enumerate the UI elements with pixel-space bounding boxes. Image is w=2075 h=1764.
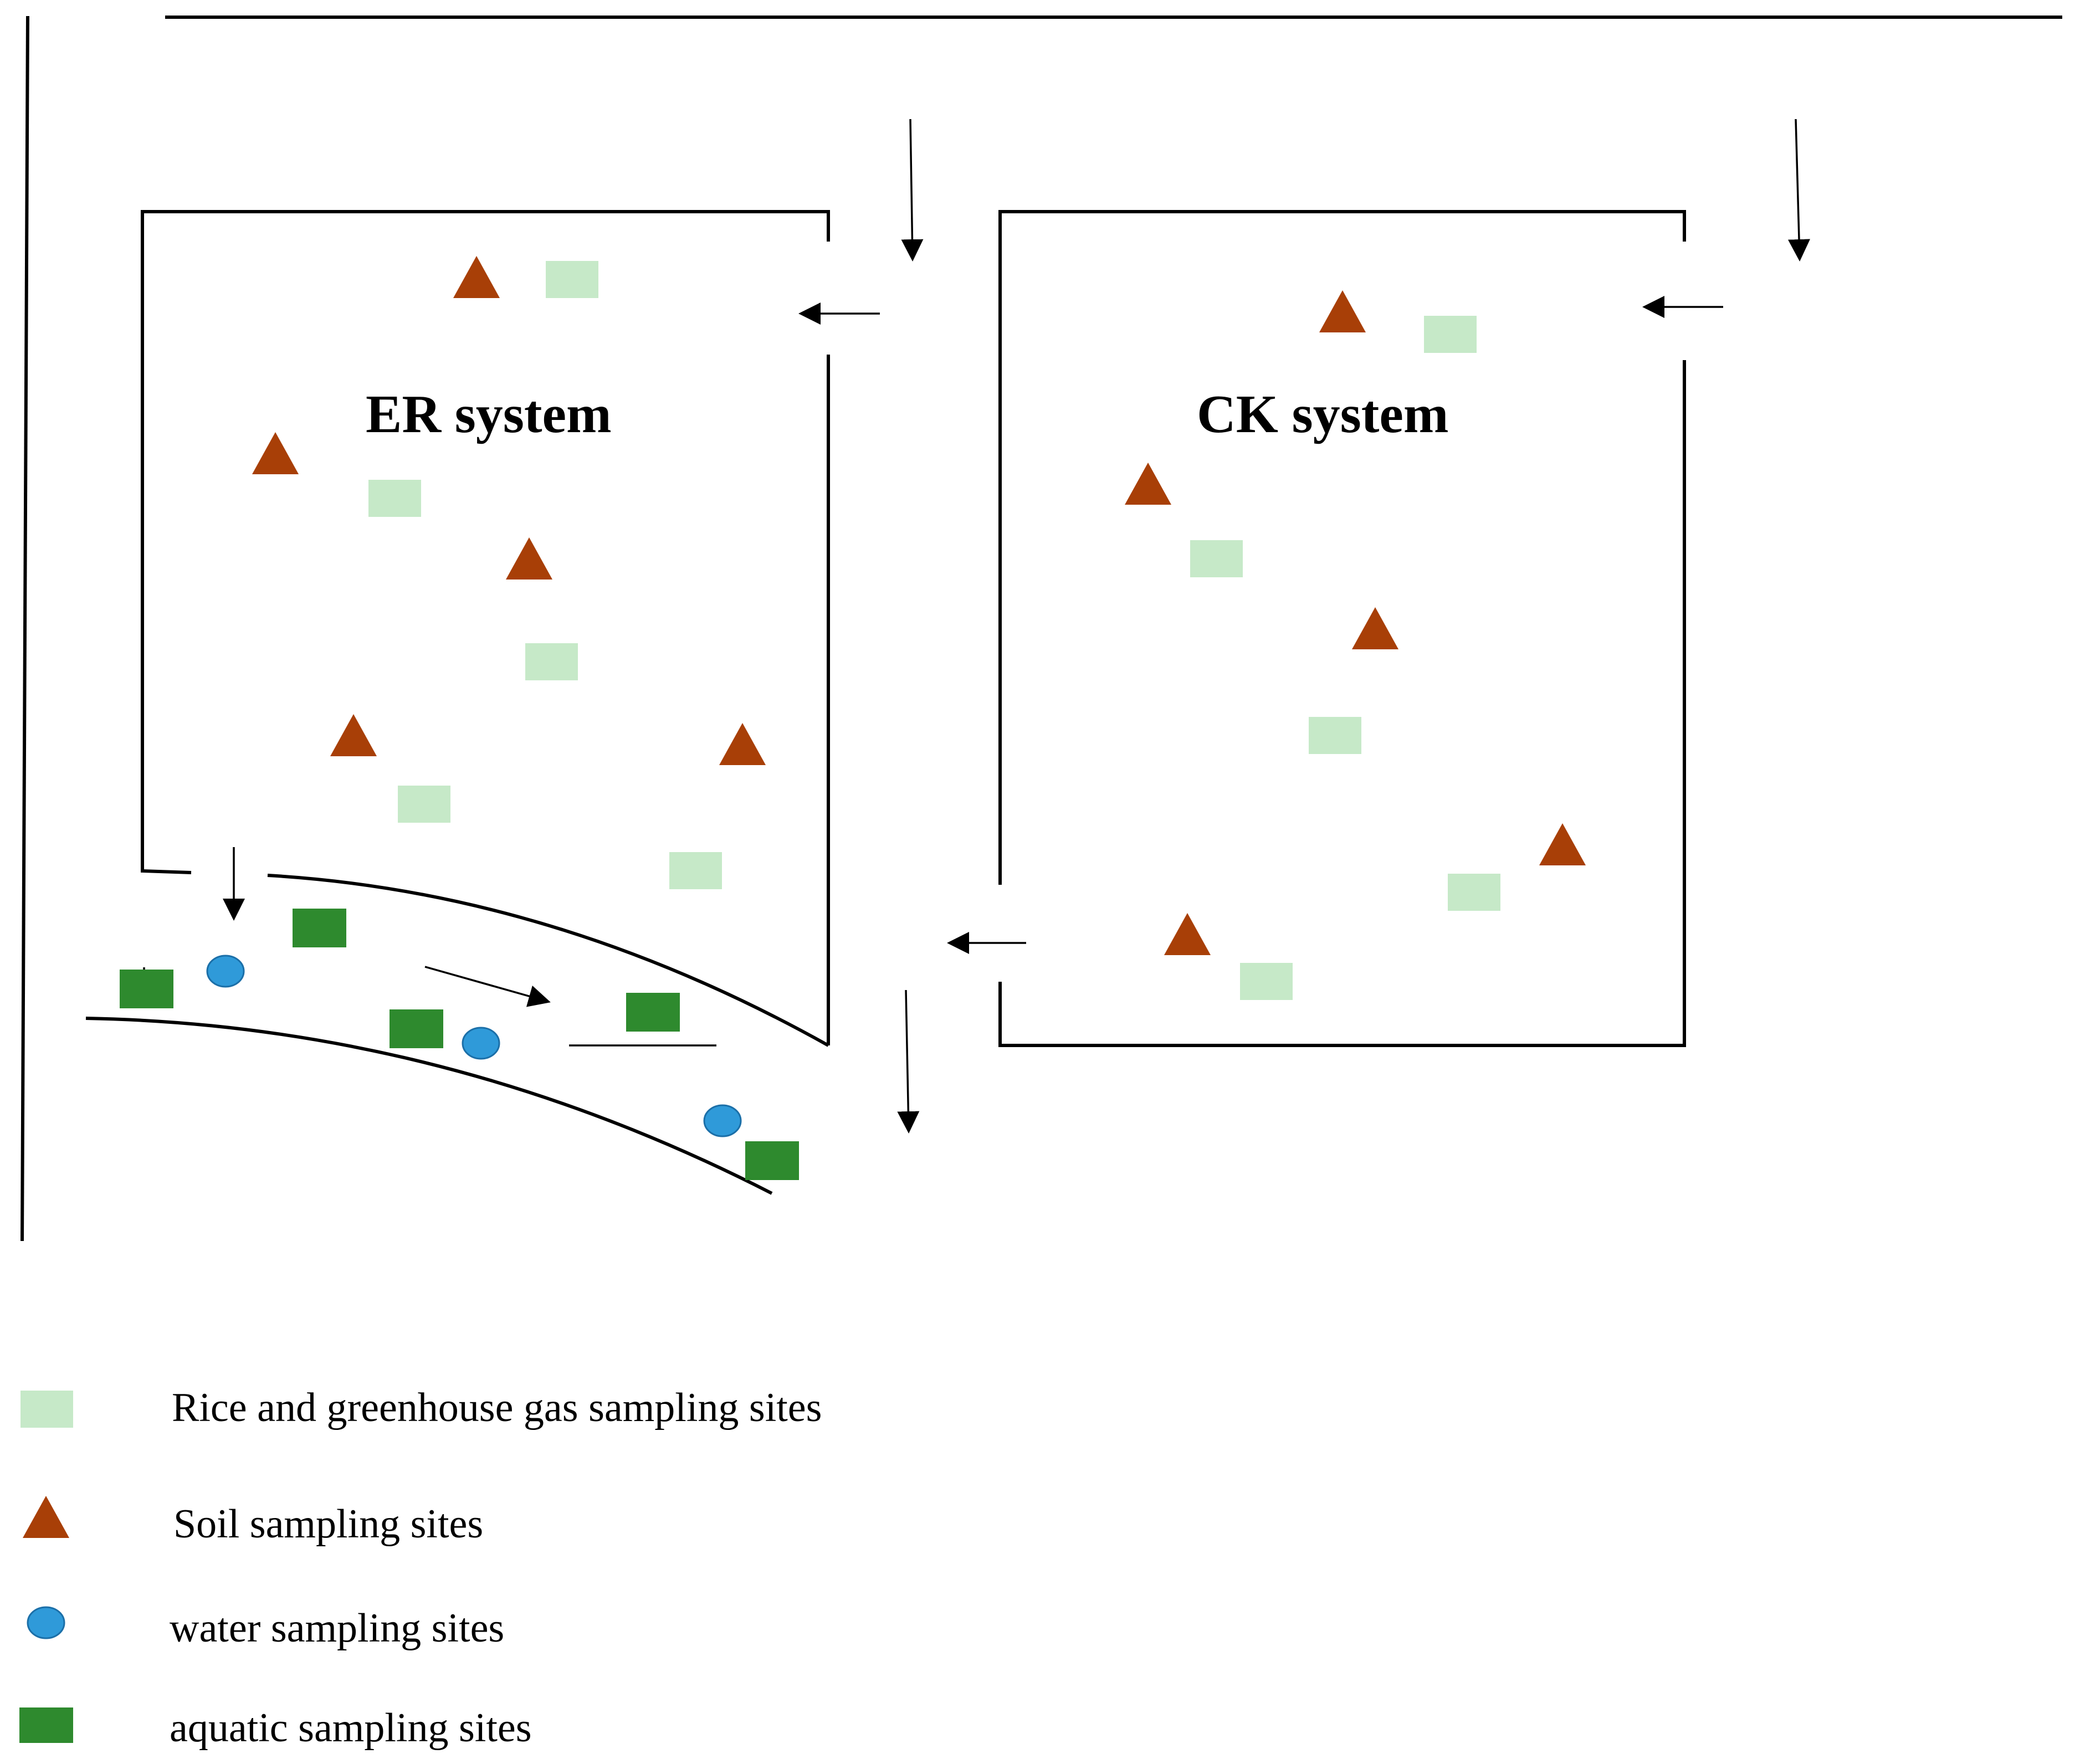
legend-aquatic-label: aquatic sampling sites [170, 1705, 532, 1751]
rice-site-marker [368, 480, 421, 517]
legend: Rice and greenhouse gas sampling sites S… [19, 1385, 822, 1751]
inflow-arrow-ck [1788, 119, 1810, 261]
aquatic-site-marker [745, 1141, 799, 1180]
soil-site-marker [453, 256, 500, 298]
er-field-boundary [141, 210, 830, 874]
rice-site-marker [1448, 874, 1500, 911]
soil-site-marker [1164, 913, 1211, 955]
legend-water-icon [27, 1606, 65, 1639]
rice-site-marker [398, 786, 450, 823]
soil-site-marker [1319, 290, 1366, 332]
rice-site-marker [1424, 316, 1477, 353]
left-boundary-line [21, 16, 29, 1242]
outflow-arrow-down [897, 989, 920, 1134]
aquatic-site-marker [293, 909, 346, 947]
channel-flow-arrow [424, 966, 551, 1007]
legend-rice-label: Rice and greenhouse gas sampling sites [172, 1385, 822, 1430]
rice-site-marker [546, 261, 598, 298]
legend-rice-icon [21, 1391, 73, 1428]
water-site-marker [462, 1027, 500, 1060]
aquatic-site-marker [120, 970, 173, 1008]
soil-site-marker [1539, 823, 1586, 865]
water-site-marker [703, 1104, 742, 1137]
rice-site-marker [669, 852, 722, 889]
aquatic-site-marker [390, 1009, 443, 1048]
channel-upper-bank [267, 874, 829, 1047]
channel-lower-bank [85, 1017, 773, 1195]
er-system-label: ER system [366, 384, 612, 444]
rice-site-marker [1240, 963, 1293, 1000]
water-site-marker [206, 955, 245, 988]
ck-system-label: CK system [1197, 384, 1449, 444]
ck-field-boundary-lower [998, 360, 1686, 1047]
soil-site-marker [1352, 607, 1398, 649]
soil-site-marker [1125, 463, 1171, 505]
legend-soil-icon [23, 1496, 69, 1538]
rice-site-marker [525, 643, 578, 680]
soil-site-marker [719, 723, 766, 765]
rice-site-marker [1309, 717, 1361, 754]
soil-site-marker [330, 714, 377, 756]
rice-site-marker [1190, 540, 1243, 577]
legend-soil-label: Soil sampling sites [173, 1501, 483, 1547]
soil-site-marker [252, 432, 299, 474]
soil-site-marker [506, 537, 552, 580]
aquatic-site-marker [626, 993, 680, 1032]
legend-aquatic-icon [19, 1707, 73, 1743]
inflow-arrow-er [901, 119, 924, 261]
legend-water-label: water sampling sites [170, 1606, 504, 1651]
ck-field-boundary [998, 210, 1686, 885]
